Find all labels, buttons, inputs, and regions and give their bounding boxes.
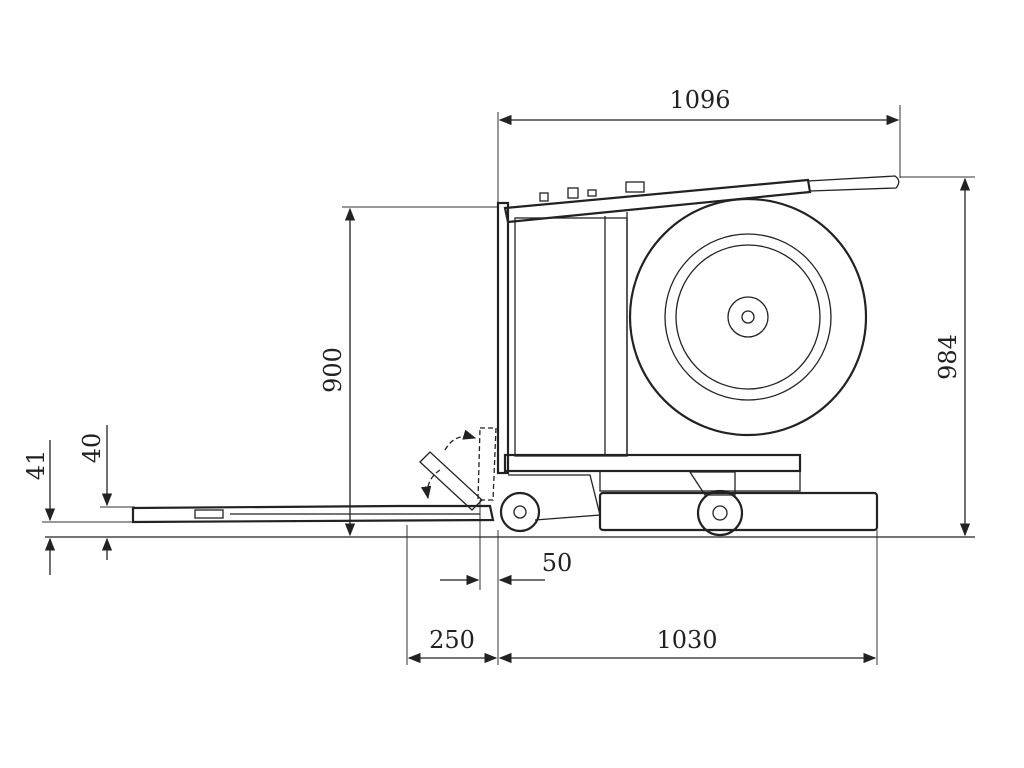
dim-label-40: 40 — [78, 433, 106, 464]
strapping-machine — [131, 175, 900, 537]
strap-coil — [628, 197, 868, 437]
dimension-984: 984 — [900, 176, 975, 537]
dim-label-984: 984 — [934, 334, 962, 380]
dim-label-41: 41 — [22, 450, 50, 481]
dimension-1096: 1096 — [497, 86, 901, 205]
dim-label-50: 50 — [542, 549, 573, 577]
ramp — [131, 504, 495, 524]
dim-label-900: 900 — [319, 347, 347, 393]
dimension-50: 50 — [440, 500, 572, 665]
dimension-900: 900 — [319, 206, 498, 537]
dimension-1030: 1030 — [498, 530, 878, 665]
dim-label-1096: 1096 — [669, 86, 730, 114]
dimension-41: 41 — [22, 440, 135, 575]
caster-wheel — [499, 491, 541, 533]
caster-wheel — [696, 489, 744, 537]
dim-label-1030: 1030 — [656, 626, 717, 654]
dim-label-250: 250 — [429, 626, 475, 654]
dimension-250: 250 — [406, 525, 498, 665]
dimension-40: 40 — [78, 425, 135, 560]
